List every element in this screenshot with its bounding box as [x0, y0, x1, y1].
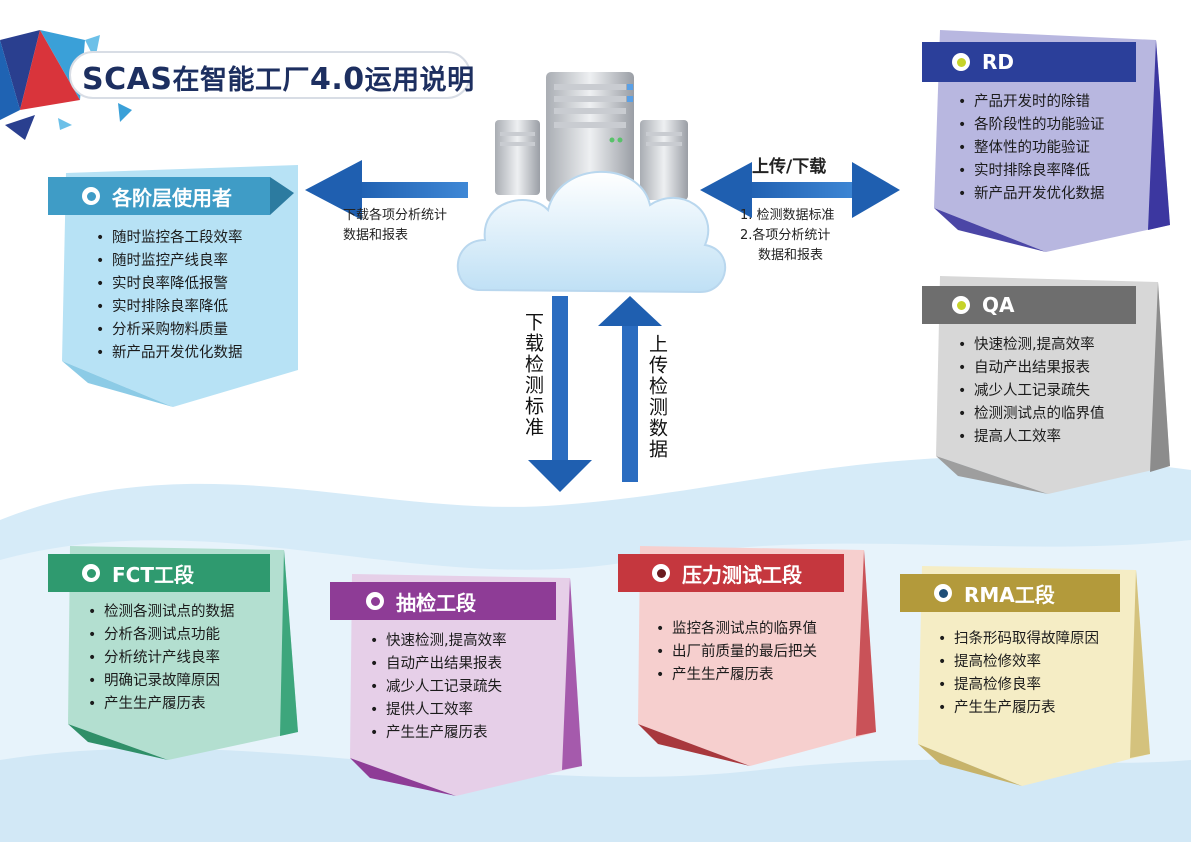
list-item: 实时排除良率降低 — [96, 296, 243, 319]
card-fct-title: FCT工段 — [112, 562, 194, 587]
card-sampling-title: 抽检工段 — [396, 590, 476, 615]
bullet-dot-icon — [652, 564, 670, 582]
card-rma: RMA工段 扫条形码取得故障原因 提高检修效率 提高检修良率 产生生产履历表 — [900, 566, 1150, 786]
list-item: 产生生产履历表 — [370, 722, 507, 745]
list-item: 分析各测试点功能 — [88, 624, 235, 647]
list-item: 实时良率降低报警 — [96, 273, 243, 296]
list-item: 新产品开发优化数据 — [958, 183, 1105, 206]
card-pressure-header: 压力测试工段 — [652, 554, 802, 592]
cloud-icon — [456, 170, 727, 294]
list-item: 减少人工记录疏失 — [370, 676, 507, 699]
list-item: 产生生产履历表 — [656, 664, 817, 687]
page-title: SCAS在智能工厂4.0运用说明 — [82, 58, 475, 97]
list-item: 产生生产履历表 — [938, 697, 1099, 720]
server-icon — [495, 72, 688, 202]
card-pressure: 压力测试工段 监控各测试点的临界值 出厂前质量的最后把关 产生生产履历表 — [618, 546, 876, 766]
bullet-dot-icon — [952, 53, 970, 71]
list-item: 新产品开发优化数据 — [96, 342, 243, 365]
list-item: 提供人工效率 — [370, 699, 507, 722]
card-sampling-header: 抽检工段 — [366, 582, 476, 620]
list-item: 自动产出结果报表 — [370, 653, 507, 676]
title-suffix: 运用说明 — [364, 65, 475, 96]
card-users-title: 各阶层使用者 — [112, 185, 232, 210]
card-users-list: 随时监控各工段效率 随时监控产线良率 实时良率降低报警 实时排除良率降低 分析采… — [96, 227, 243, 365]
card-rma-header: RMA工段 — [934, 574, 1055, 612]
card-rd: RD 产品开发时的除错 各阶段性的功能验证 整体性的功能验证 实时排除良率降低 … — [918, 30, 1170, 252]
list-item: 产生生产履历表 — [88, 693, 235, 716]
card-rd-header: RD — [952, 43, 1014, 81]
wave-front — [0, 748, 1191, 842]
list-item: 分析采购物料质量 — [96, 319, 243, 342]
bullet-dot-icon — [82, 187, 100, 205]
list-item: 减少人工记录疏失 — [958, 380, 1105, 403]
arrow-up — [598, 296, 662, 482]
bullet-dot-icon — [366, 592, 384, 610]
list-item: 扫条形码取得故障原因 — [938, 628, 1099, 651]
list-item: 监控各测试点的临界值 — [656, 618, 817, 641]
list-item: 分析统计产线良率 — [88, 647, 235, 670]
card-users-header: 各阶层使用者 — [82, 177, 232, 215]
right-arrow-item: 1. 检测数据标准 — [740, 208, 835, 223]
card-fct: FCT工段 检测各测试点的数据 分析各测试点功能 分析统计产线良率 明确记录故障… — [48, 546, 298, 760]
card-fct-list: 检测各测试点的数据 分析各测试点功能 分析统计产线良率 明确记录故障原因 产生生… — [88, 601, 235, 716]
list-item: 产品开发时的除错 — [958, 91, 1105, 114]
left-arrow-label-line: 数据和报表 — [343, 228, 409, 243]
card-pressure-title: 压力测试工段 — [682, 562, 802, 587]
list-item: 整体性的功能验证 — [958, 137, 1105, 160]
right-arrow-items: 1. 检测数据标准 2.各项分析统计 数据和报表 — [740, 206, 835, 266]
card-users: 各阶层使用者 随时监控各工段效率 随时监控产线良率 实时良率降低报警 实时排除良… — [48, 165, 298, 407]
right-arrow-item: 数据和报表 — [758, 248, 824, 263]
arrow-left — [305, 160, 468, 220]
list-item: 提高人工效率 — [958, 426, 1105, 449]
left-arrow-label: 下载各项分析统计 数据和报表 — [343, 206, 447, 246]
list-item: 自动产出结果报表 — [958, 357, 1105, 380]
list-item: 检测测试点的临界值 — [958, 403, 1105, 426]
card-qa-title: QA — [982, 293, 1015, 317]
arrow-right-double — [700, 162, 900, 218]
card-qa-list: 快速检测,提高效率 自动产出结果报表 减少人工记录疏失 检测测试点的临界值 提高… — [958, 334, 1105, 449]
card-qa-header: QA — [952, 286, 1014, 324]
bullet-dot-icon — [82, 564, 100, 582]
card-rma-list: 扫条形码取得故障原因 提高检修效率 提高检修良率 产生生产履历表 — [938, 628, 1099, 720]
bullet-dot-icon — [934, 584, 952, 602]
right-arrow-item: 2.各项分析统计 — [740, 228, 831, 243]
list-item: 提高检修效率 — [938, 651, 1099, 674]
card-pressure-list: 监控各测试点的临界值 出厂前质量的最后把关 产生生产履历表 — [656, 618, 817, 687]
bullet-dot-icon — [952, 296, 970, 314]
title-prefix: SCAS — [82, 62, 173, 97]
card-rma-title: RMA工段 — [964, 582, 1055, 607]
card-rd-title: RD — [982, 50, 1015, 74]
list-item: 检测各测试点的数据 — [88, 601, 235, 624]
list-item: 快速检测,提高效率 — [958, 334, 1105, 357]
down-arrow-label: 下载检测标准 — [522, 312, 544, 438]
card-fct-header: FCT工段 — [82, 554, 194, 592]
list-item: 各阶段性的功能验证 — [958, 114, 1105, 137]
right-arrow-top-label: 上传/下载 — [752, 157, 827, 177]
title-middle: 在智能工厂 — [172, 65, 310, 96]
list-item: 明确记录故障原因 — [88, 670, 235, 693]
list-item: 快速检测,提高效率 — [370, 630, 507, 653]
list-item: 出厂前质量的最后把关 — [656, 641, 817, 664]
list-item: 提高检修良率 — [938, 674, 1099, 697]
arrow-down — [528, 296, 592, 492]
title-pill — [69, 51, 471, 99]
title-version: 4.0 — [309, 62, 365, 97]
list-item: 实时排除良率降低 — [958, 160, 1105, 183]
card-sampling-list: 快速检测,提高效率 自动产出结果报表 减少人工记录疏失 提供人工效率 产生生产履… — [370, 630, 507, 745]
left-arrow-label-line: 下载各项分析统计 — [343, 208, 448, 223]
card-rd-list: 产品开发时的除错 各阶段性的功能验证 整体性的功能验证 实时排除良率降低 新产品… — [958, 91, 1105, 206]
list-item: 随时监控各工段效率 — [96, 227, 243, 250]
up-arrow-label: 上传检测数据 — [646, 334, 668, 460]
list-item: 随时监控产线良率 — [96, 250, 243, 273]
card-sampling: 抽检工段 快速检测,提高效率 自动产出结果报表 减少人工记录疏失 提供人工效率 … — [330, 574, 582, 796]
card-qa: QA 快速检测,提高效率 自动产出结果报表 减少人工记录疏失 检测测试点的临界值… — [918, 276, 1170, 494]
